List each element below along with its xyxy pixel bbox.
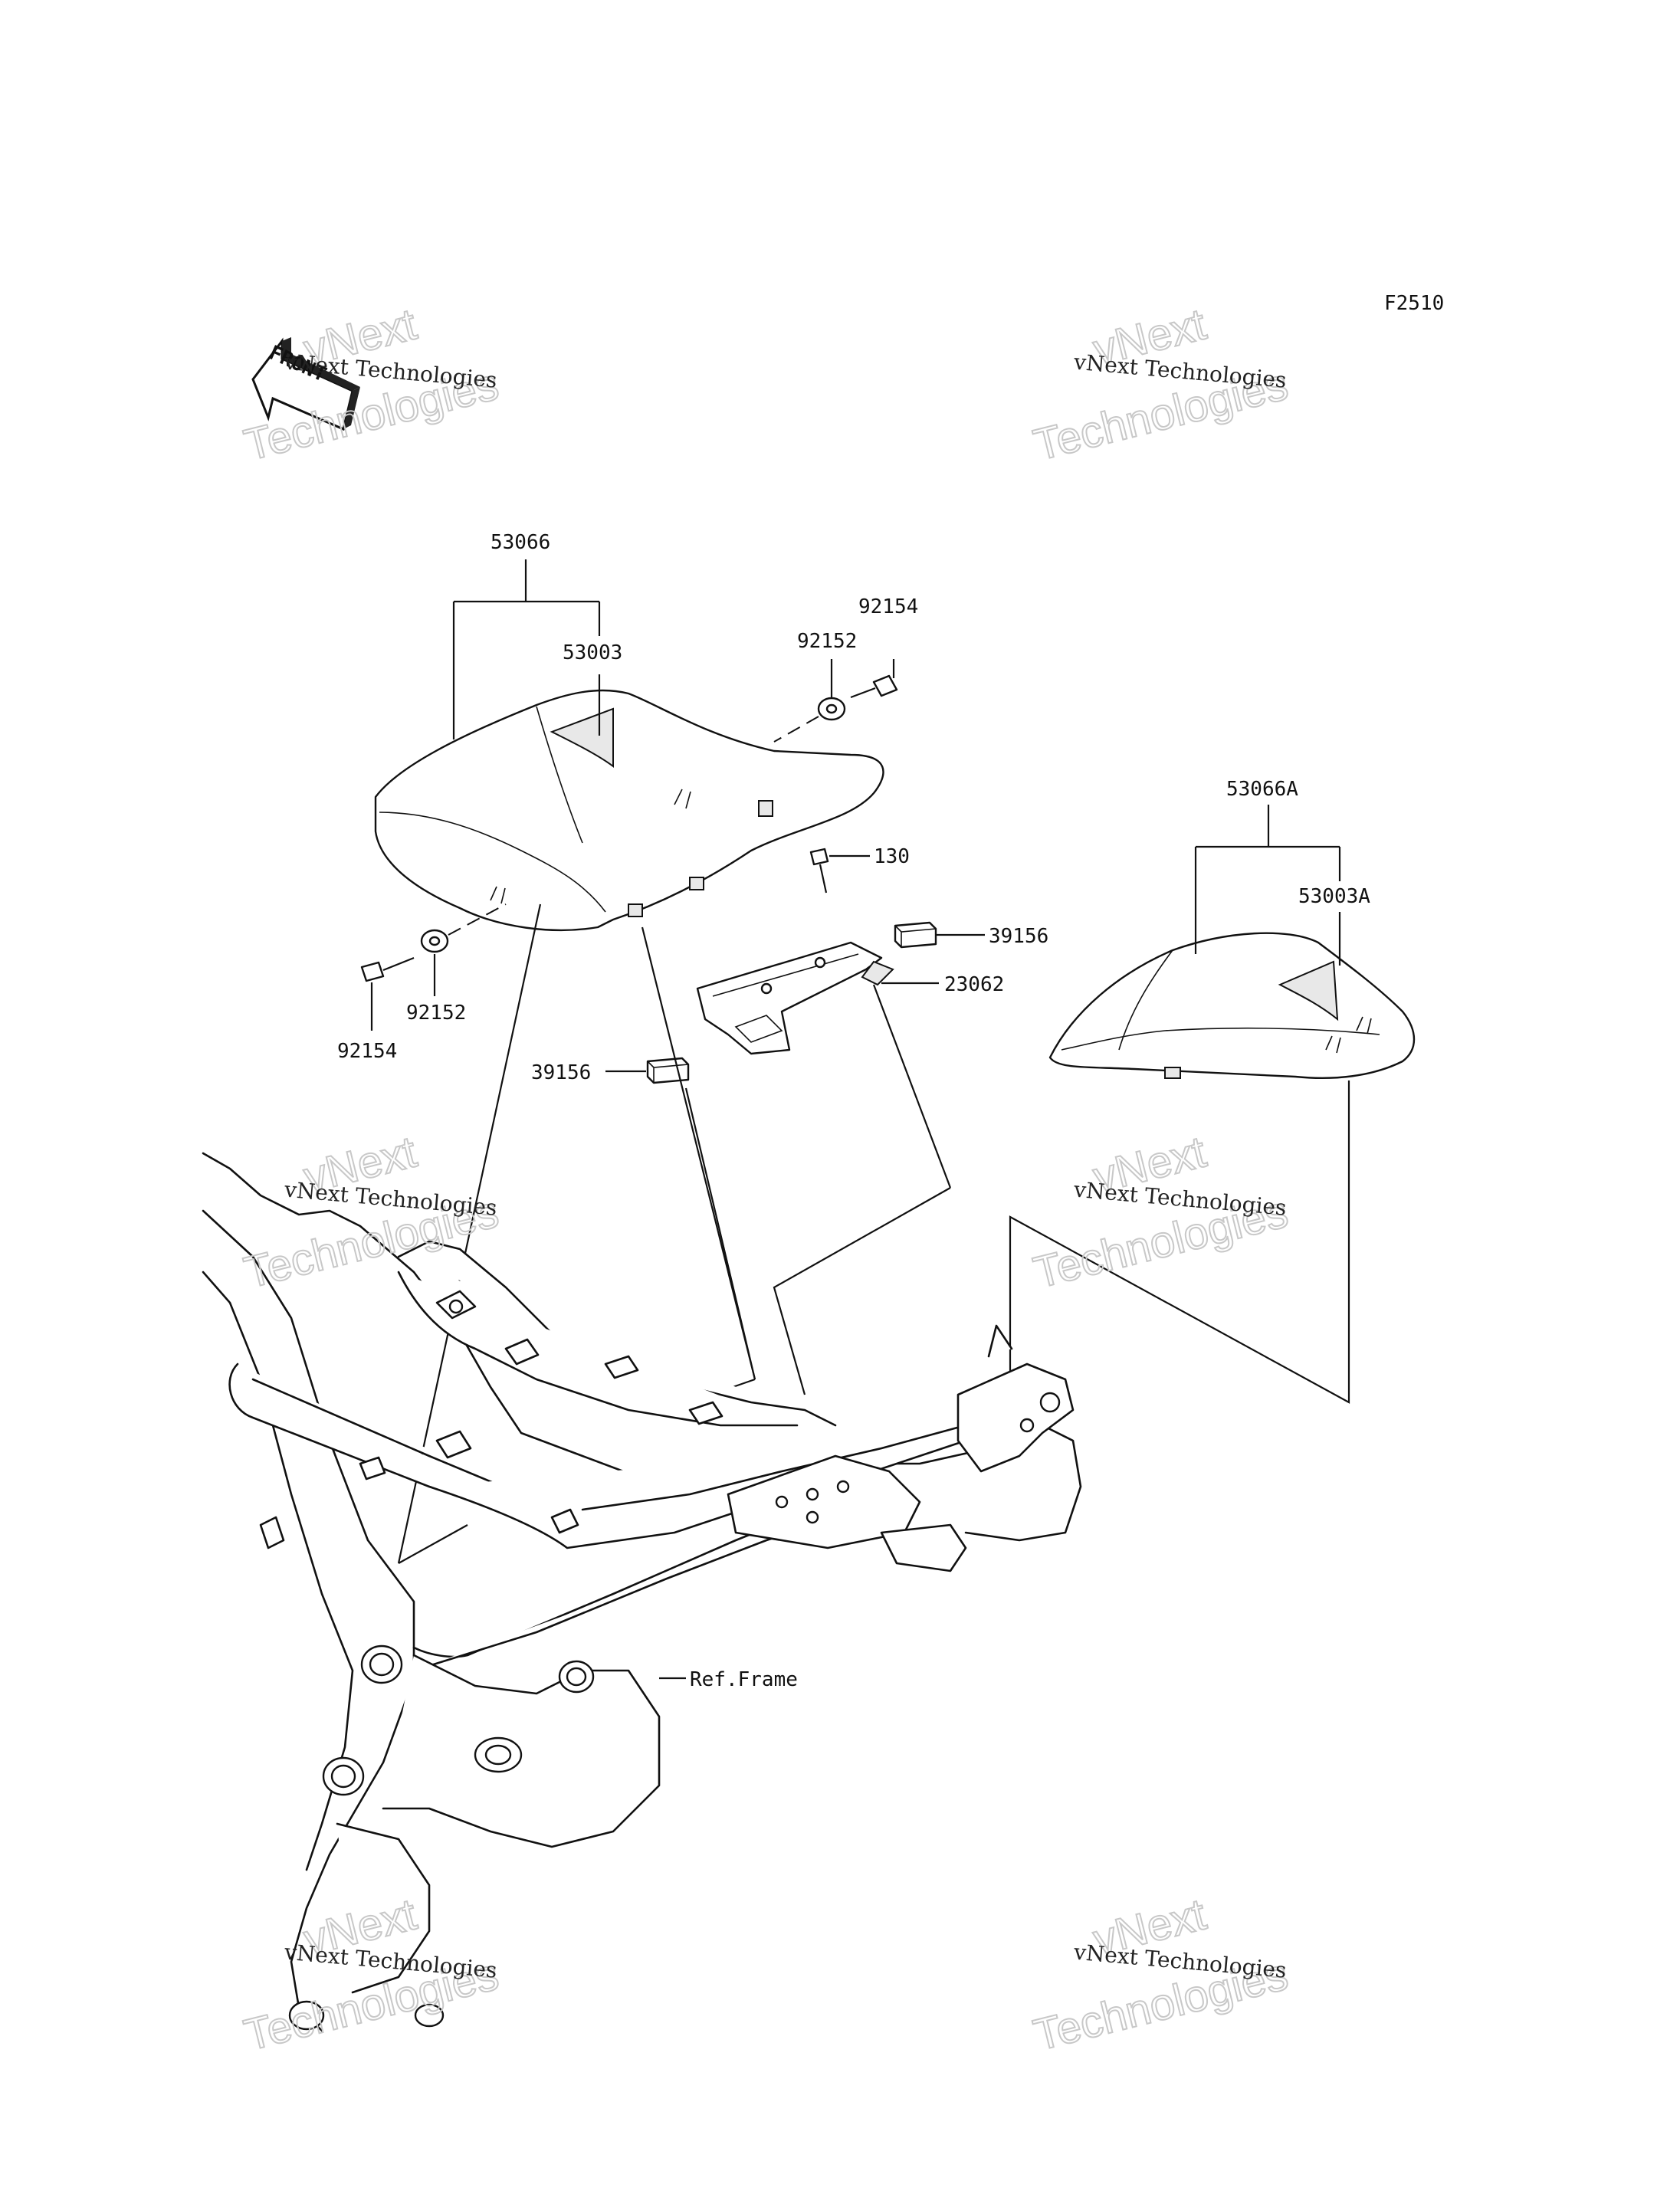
part-39156-left: 39156 (531, 1061, 591, 1084)
part-53066: 53066 (491, 531, 550, 554)
damper-39156-right (894, 921, 937, 949)
figure-code: F2510 (1384, 292, 1444, 315)
part-39156-right: 39156 (989, 925, 1048, 948)
part-53066A: 53066A (1226, 778, 1298, 801)
watermark-top-right: vNext Technologies vNext Technologies (1028, 298, 1293, 471)
part-53003: 53003 (563, 641, 622, 664)
bolt-130 (809, 848, 829, 894)
watermark-mid-right: vNext Technologies vNext Technologies (1028, 1126, 1293, 1298)
ref-frame-label: Ref.Frame (690, 1668, 798, 1691)
bolt-92154-top (850, 674, 898, 699)
part-53003A: 53003A (1298, 885, 1370, 908)
part-23062: 23062 (944, 973, 1004, 996)
bracket-23062 (696, 941, 894, 1055)
frame-assembly (202, 1152, 1082, 2032)
seat-53066 (374, 689, 884, 931)
seat-cover-53066A (1048, 932, 1416, 1080)
bolt-92154-left (360, 956, 415, 982)
part-130: 130 (874, 845, 910, 868)
part-92152-top: 92152 (797, 630, 857, 653)
part-92154-left: 92154 (337, 1040, 397, 1063)
watermark-bottom-right: vNext Technologies vNext Technologies (1028, 1888, 1293, 2061)
washer-92152-top (817, 697, 846, 721)
part-92154-top: 92154 (858, 595, 918, 618)
damper-39156-left (646, 1057, 690, 1084)
part-92152-left: 92152 (406, 1002, 466, 1025)
washer-92152-left (420, 929, 449, 953)
